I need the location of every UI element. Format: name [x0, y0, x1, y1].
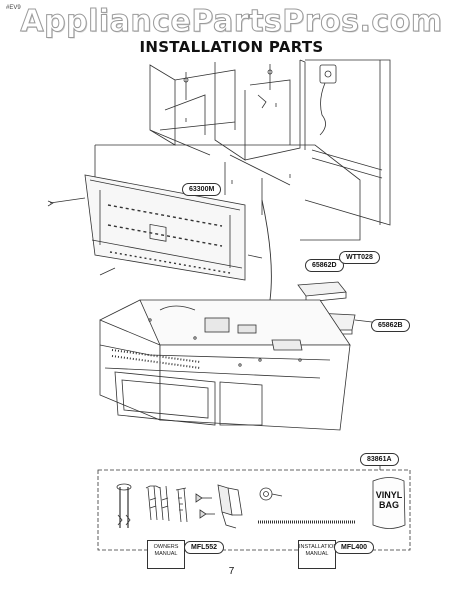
callout-installation-manual: MFL400 [334, 541, 375, 554]
owners-manual: OWNERS MANUAL [147, 540, 185, 569]
callout-mounting-plate: 63300M [182, 183, 222, 196]
callout-holder-b: 65862B [371, 319, 410, 332]
page-number: 7 [228, 566, 235, 577]
callout-wtt: WTT028 [339, 251, 380, 264]
wood-screws [175, 487, 188, 523]
callout-parts-kit: 83861A [360, 453, 399, 466]
spacers [217, 484, 243, 529]
callout-owners-manual: MFL552 [184, 541, 225, 554]
vinyl-bag-line1: VINYL [375, 490, 403, 500]
vinyl-bag-line2: BAG [379, 500, 399, 510]
callout-holder-a: 65862D [305, 259, 344, 272]
vinyl-bag [372, 477, 406, 529]
wall-anchors [145, 485, 170, 522]
toggle-bolts [116, 483, 132, 528]
installation-manual: INSTALLATION MANUAL [298, 540, 338, 569]
vinyl-bag-text: VINYL BAG [371, 490, 407, 510]
installation-manual-label: INSTALLATION MANUAL [299, 544, 338, 557]
microwave-oven [99, 299, 351, 431]
page-title: INSTALLATION PARTS [139, 38, 324, 56]
mounting-plate [47, 174, 263, 281]
parts-kit-box [97, 462, 411, 551]
machine-screws [195, 493, 215, 519]
owners-manual-label: OWNERS MANUAL [153, 544, 179, 557]
cord-clamp [259, 487, 283, 501]
revision-code: #EV9 [6, 5, 21, 11]
watermark: AppliancePartsPros.com [20, 4, 443, 40]
wall-cabinet [94, 59, 391, 241]
